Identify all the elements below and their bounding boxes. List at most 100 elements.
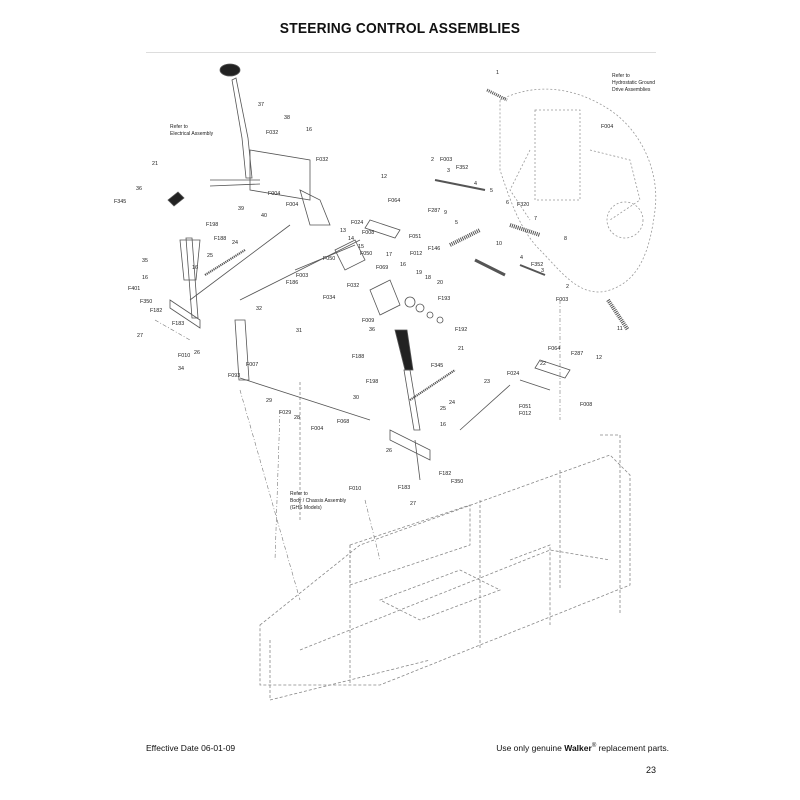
callout: F010 bbox=[178, 353, 190, 359]
callout: F004 bbox=[601, 124, 613, 130]
callout: 1 bbox=[496, 70, 499, 76]
callout: 19 bbox=[416, 270, 422, 276]
callout: 21 bbox=[458, 346, 464, 352]
callout: 11 bbox=[617, 326, 623, 332]
callout: 24 bbox=[232, 240, 238, 246]
title-divider bbox=[146, 52, 656, 53]
svg-text:Hydrostatic Ground: Hydrostatic Ground bbox=[612, 80, 655, 86]
callout: F051 bbox=[409, 234, 421, 240]
right-steering-lever bbox=[389, 329, 431, 481]
callout: F012 bbox=[519, 411, 531, 417]
callout: 14 bbox=[348, 236, 354, 242]
callout: F183 bbox=[172, 321, 184, 327]
callout: F050 bbox=[360, 251, 372, 257]
callout: 16 bbox=[440, 422, 446, 428]
callout: 16 bbox=[142, 275, 148, 281]
callout: 34 bbox=[178, 366, 184, 372]
callout: F188 bbox=[352, 354, 364, 360]
callout: 21 bbox=[152, 161, 158, 167]
left-steering-lever bbox=[167, 191, 250, 381]
callout: 17 bbox=[386, 252, 392, 258]
callout: 36 bbox=[136, 186, 142, 192]
callout: 37 bbox=[258, 102, 264, 108]
brand-name: Walker bbox=[564, 743, 592, 753]
effective-date: Effective Date 06-01-09 bbox=[146, 743, 236, 753]
callout: 26 bbox=[194, 350, 200, 356]
callout: F146 bbox=[428, 246, 440, 252]
callout: F050 bbox=[323, 256, 335, 262]
callout: 4 bbox=[474, 181, 477, 187]
callout: 13 bbox=[340, 228, 346, 234]
callout: F008 bbox=[580, 402, 592, 408]
callout: 29 bbox=[266, 398, 272, 404]
callout: 32 bbox=[256, 306, 262, 312]
callout-labels: 1 37 38 F032 16 F032 F004 F004 39 21 36 … bbox=[114, 70, 623, 507]
callout: F193 bbox=[438, 296, 450, 302]
callout: F051 bbox=[519, 404, 531, 410]
callout: 2 bbox=[566, 284, 569, 290]
callout: 4 bbox=[520, 255, 523, 261]
callout: F024 bbox=[507, 371, 519, 377]
callout: F024 bbox=[351, 220, 363, 226]
center-pivot-assembly bbox=[334, 219, 444, 324]
callout: 8 bbox=[564, 236, 567, 242]
callout: F010 bbox=[349, 486, 361, 492]
callout: F034 bbox=[323, 295, 335, 301]
callout: 20 bbox=[437, 280, 443, 286]
callout: 26 bbox=[386, 448, 392, 454]
hydro-drive-outline bbox=[499, 88, 657, 293]
callout: F401 bbox=[128, 286, 140, 292]
callout: 27 bbox=[137, 333, 143, 339]
svg-text:Refer to: Refer to bbox=[290, 491, 308, 497]
callout: F350 bbox=[451, 479, 463, 485]
callout: F032 bbox=[316, 157, 328, 163]
callout: 12 bbox=[381, 174, 387, 180]
callout: 24 bbox=[449, 400, 455, 406]
note-chassis: Refer to Body / Chassis Assembly (GHS Mo… bbox=[290, 491, 347, 511]
callout: F009 bbox=[362, 318, 374, 324]
callout: F004 bbox=[311, 426, 323, 432]
callout: 12 bbox=[596, 355, 602, 361]
springs bbox=[204, 88, 630, 401]
callout: 18 bbox=[425, 275, 431, 281]
upper-lever-37 bbox=[209, 63, 331, 226]
note-electrical: Refer to Electrical Assembly bbox=[170, 124, 214, 137]
callout: F198 bbox=[366, 379, 378, 385]
callout: 2 bbox=[431, 157, 434, 163]
callout: F352 bbox=[456, 165, 468, 171]
page-title: STEERING CONTROL ASSEMBLIES bbox=[279, 20, 521, 37]
callout: 16 bbox=[192, 265, 198, 271]
rods bbox=[189, 224, 511, 431]
callout: 28 bbox=[294, 415, 300, 421]
genuine-parts-notice: Use only genuine Walker® replacement par… bbox=[496, 743, 669, 753]
callout: F007 bbox=[246, 362, 258, 368]
callout: 25 bbox=[207, 253, 213, 259]
callout: F012 bbox=[410, 251, 422, 257]
callout: 36 bbox=[369, 327, 375, 333]
callout: F003 bbox=[296, 273, 308, 279]
callout: 3 bbox=[541, 268, 544, 274]
registered-mark: ® bbox=[591, 743, 597, 750]
callout: 39 bbox=[238, 206, 244, 212]
callout: F352 bbox=[531, 262, 543, 268]
callout: F188 bbox=[214, 236, 226, 242]
callout: 25 bbox=[440, 406, 446, 412]
callout: F093 bbox=[228, 373, 240, 379]
callout: F183 bbox=[398, 485, 410, 491]
chassis-frame-outline bbox=[259, 380, 631, 701]
callout: F345 bbox=[114, 199, 126, 205]
callout: F032 bbox=[347, 283, 359, 289]
callout: F198 bbox=[206, 222, 218, 228]
callout: 23 bbox=[484, 379, 490, 385]
callout: F029 bbox=[279, 410, 291, 416]
callout: F003 bbox=[440, 157, 452, 163]
note-hydrostatic: Refer to Hydrostatic Ground Drive Assemb… bbox=[612, 73, 655, 93]
callout: 9 bbox=[444, 210, 447, 216]
callout: 5 bbox=[455, 220, 458, 226]
callout: 27 bbox=[410, 501, 416, 507]
callout: 22 bbox=[540, 361, 546, 367]
svg-text:Electrical Assembly: Electrical Assembly bbox=[170, 131, 214, 137]
callout: F186 bbox=[286, 280, 298, 286]
callout: F287 bbox=[428, 208, 440, 214]
